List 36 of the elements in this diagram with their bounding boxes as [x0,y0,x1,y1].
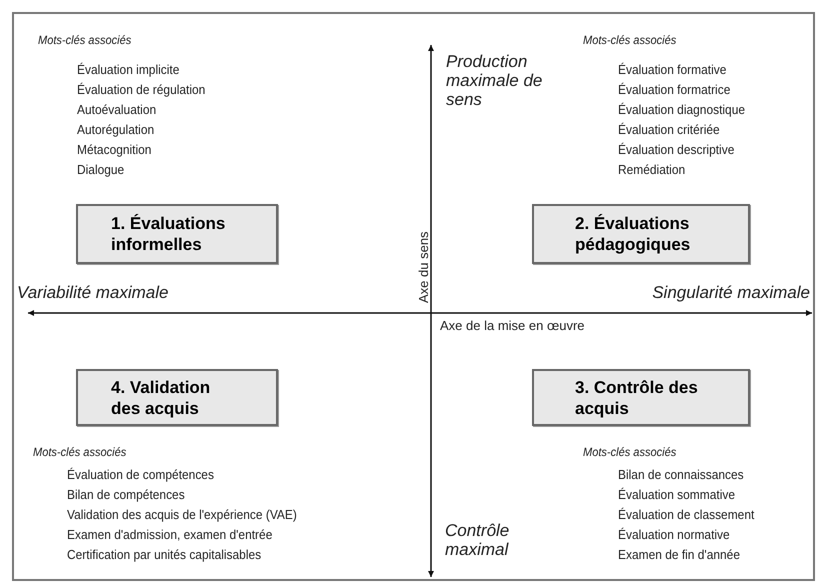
keyword: Évaluation implicite [77,62,180,78]
keyword: Évaluation diagnostique [618,102,746,118]
keyword: Autorégulation [77,122,154,138]
keyword-heading: Mots-clés associés [38,33,132,48]
keyword: Remédiation [618,162,686,178]
keyword: Évaluation normative [618,527,730,543]
keyword-heading: Mots-clés associés [583,33,676,48]
keyword: Évaluation sommative [618,487,735,503]
category-box: 1. Évaluations informelles [76,204,278,264]
keyword: Bilan de connaissances [618,467,744,483]
axis-label: Variabilité maximale [17,283,168,302]
axis-label: Singularité maximale [652,283,810,302]
axis-label: Production maximale de sens [446,52,544,109]
keyword: Métacognition [77,142,152,158]
keyword: Évaluation critériée [618,122,720,138]
keyword: Dialogue [77,162,124,178]
keyword: Examen d'admission, examen d'entrée [67,527,272,543]
keyword: Évaluation de classement [618,507,754,523]
keyword: Évaluation de régulation [77,82,206,98]
axis-title: Axe de la mise en œuvre [440,318,585,334]
category-box: 4. Validation des acquis [76,369,278,426]
keyword: Autoévaluation [77,102,156,118]
keyword: Bilan de compétences [67,487,185,503]
keyword: Certification par unités capitalisables [67,547,262,563]
category-box: 3. Contrôle des acquis [532,369,750,426]
keyword: Évaluation de compétences [67,467,214,483]
keyword: Évaluation formative [618,62,726,78]
keyword: Examen de fin d'année [618,547,740,563]
keyword-heading: Mots-clés associés [33,445,126,460]
category-box: 2. Évaluations pédagogiques [532,204,750,264]
keyword: Évaluation descriptive [618,142,734,158]
keyword: Évaluation formatrice [618,82,730,98]
keyword: Validation des acquis de l'expérience (VAE) [67,507,297,523]
axis-title: Axe du sens [416,231,432,303]
keyword-heading: Mots-clés associés [583,445,676,460]
axis-label: Contrôle maximal [445,521,510,559]
